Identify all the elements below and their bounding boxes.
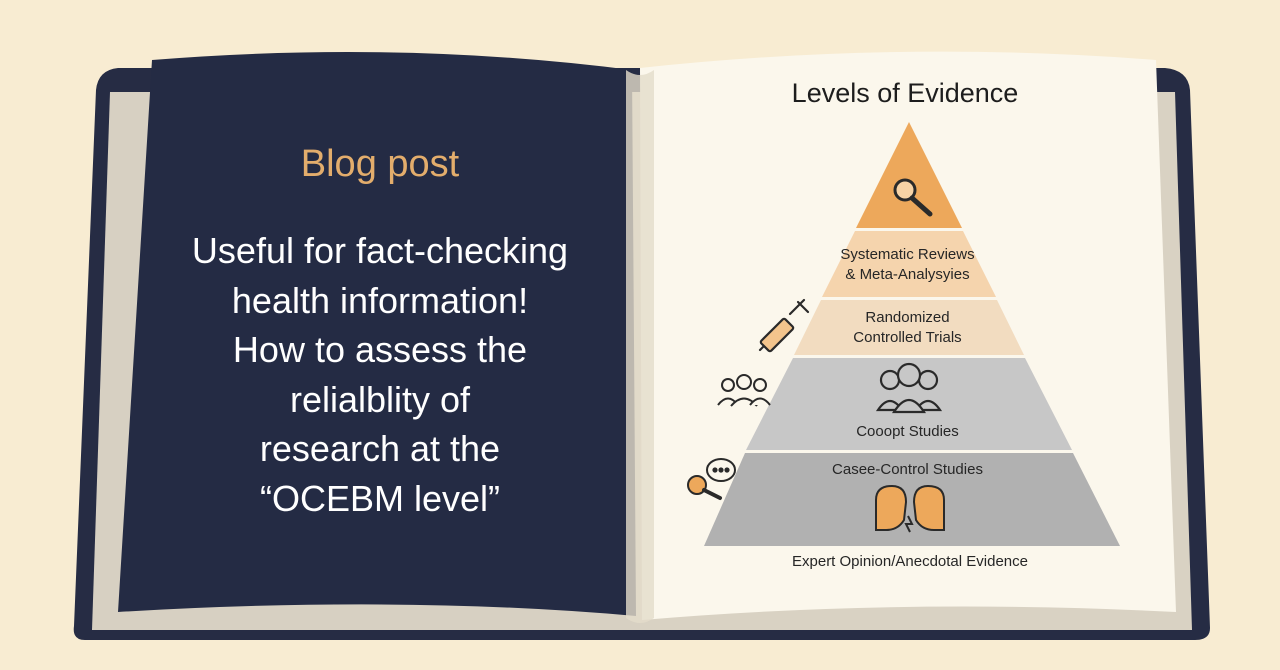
pyramid-title: Levels of Evidence xyxy=(791,78,1019,108)
spine-shadow xyxy=(626,70,654,623)
group-icon xyxy=(717,374,771,407)
pyramid-tier-1 xyxy=(822,231,996,297)
pyramid-tier-2 xyxy=(794,300,1024,355)
expert-opinion-label: Expert Opinion/Anecdotal Evidence xyxy=(792,553,1028,570)
tier-label-cohort: Cooopt Studies xyxy=(856,423,959,440)
syringe-icon xyxy=(758,298,810,353)
speech-bubble-icon xyxy=(687,458,736,500)
tier-label-rct: Randomized Controlled Trials xyxy=(853,309,962,346)
left-page xyxy=(118,52,636,616)
people-icon xyxy=(875,362,943,414)
evidence-pyramid xyxy=(704,122,1120,546)
headline-text: Useful for fact-checking health informat… xyxy=(191,230,569,519)
tier-label-case-control: Casee-Control Studies xyxy=(832,461,983,478)
pyramid-tier-top xyxy=(856,122,962,228)
faces-icon xyxy=(875,484,945,533)
blog-post-label: Blog post xyxy=(300,143,460,185)
pyramid-tier-4 xyxy=(704,453,1120,546)
magnifier-icon xyxy=(893,178,933,217)
tier-label-systematic-reviews: Systematic Reviews & Meta-Analysyies xyxy=(840,246,975,283)
